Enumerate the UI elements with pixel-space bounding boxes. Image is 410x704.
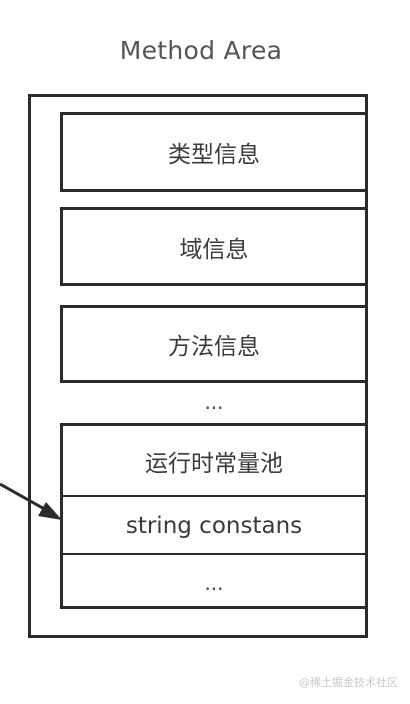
method-area-title: Method Area xyxy=(119,36,283,65)
method-info-box: 方法信息 xyxy=(60,305,368,383)
string-constants-label: string constans xyxy=(125,513,303,539)
method-info-label: 方法信息 xyxy=(168,334,260,360)
type-info-label: 类型信息 xyxy=(168,142,260,168)
string-constants-row: string constans xyxy=(63,495,365,555)
ellipsis-separator: ... xyxy=(204,390,224,414)
pool-ellipsis-label: ... xyxy=(204,571,224,595)
pool-ellipsis-row: ... xyxy=(63,553,365,611)
runtime-constant-pool-header: 运行时常量池 xyxy=(63,426,365,495)
watermark: @稀土掘金技术社区 xyxy=(299,676,398,689)
runtime-constant-pool-box: 运行时常量池 string constans ... xyxy=(60,423,368,609)
field-info-label: 域信息 xyxy=(179,236,249,263)
type-info-box: 类型信息 xyxy=(60,112,368,192)
runtime-constant-pool-label: 运行时常量池 xyxy=(145,450,283,477)
field-info-box: 域信息 xyxy=(60,207,368,286)
